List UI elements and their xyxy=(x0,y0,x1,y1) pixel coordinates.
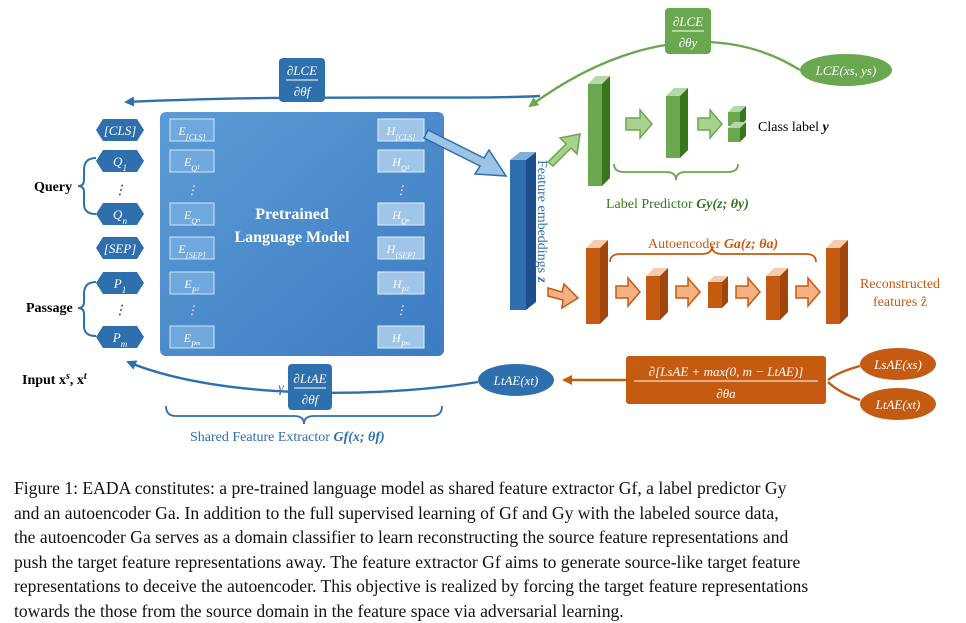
z-to-label-predictor-arrow xyxy=(548,134,580,166)
query-label: Query xyxy=(34,180,72,195)
token-label: [SEP] xyxy=(104,241,137,256)
loss-ce-label: LCE(xs, ys) xyxy=(815,63,877,78)
plm-title-line1: Pretrained xyxy=(255,206,329,223)
grad-ce-f-numerator: ∂LCE xyxy=(287,63,317,78)
loss-ae-t-center-label: LtAE(xt) xyxy=(493,373,539,388)
caption-line: representations to deceive the autoencod… xyxy=(14,574,958,599)
eada-architecture-diagram: Pretrained Language Model [CLS]Q1⋮Qn[SEP… xyxy=(0,0,966,470)
embedding-label: ⋮ xyxy=(186,303,198,317)
caption-line: and an autoencoder Ga. In addition to th… xyxy=(14,501,958,526)
loss-s-to-adv-curve xyxy=(828,366,860,380)
input-label: Input xs, xt xyxy=(22,371,88,389)
token-label: ⋮ xyxy=(114,302,127,317)
feature-embeddings-label: Feature embeddingsz xyxy=(534,160,549,283)
hidden-label: ⋮ xyxy=(395,303,407,317)
loss-ae-s-label: LsAE(xs) xyxy=(873,357,922,372)
plm-title-line2: Language Model xyxy=(234,229,350,246)
passage-label: Passage xyxy=(26,301,73,316)
autoencoder-label: Autoencoder Ga(z; θa) xyxy=(648,237,778,252)
token-label: [CLS] xyxy=(104,123,137,138)
feature-embeddings-column xyxy=(510,152,536,310)
class-label-text: Class label y xyxy=(758,120,830,135)
grad-ce-y-curve xyxy=(530,42,800,106)
token-label: ⋮ xyxy=(114,182,127,197)
label-predictor xyxy=(588,76,746,186)
embedding-label: ⋮ xyxy=(186,183,198,197)
grad-adv-numerator: ∂[LsAE + max(0, m − LtAE)] xyxy=(649,364,804,379)
input-tokens: [CLS]Q1⋮Qn[SEP]P1⋮Pm xyxy=(96,119,144,349)
caption-line: the autoencoder Ga serves as a domain cl… xyxy=(14,525,958,550)
grad-ae-gamma: γ xyxy=(278,381,284,396)
grad-ae-denominator: ∂θf xyxy=(302,392,321,407)
reconstructed-label-line1: Reconstructed xyxy=(860,277,940,292)
grad-ce-f-denominator: ∂θf xyxy=(294,84,313,99)
query-bracket xyxy=(78,158,96,214)
grad-ae-numerator: ∂LtAE xyxy=(293,371,326,386)
label-predictor-brace xyxy=(614,164,738,180)
grad-ce-f-curve xyxy=(126,96,540,102)
loss-t-to-adv-curve xyxy=(828,382,860,400)
caption-line: push the target feature representations … xyxy=(14,550,958,575)
grad-ce-y-denominator: ∂θy xyxy=(679,35,698,50)
loss-ae-t-label: LtAE(xt) xyxy=(875,397,921,412)
grad-adv-denominator: ∂θa xyxy=(716,386,736,401)
passage-bracket xyxy=(78,282,96,336)
grad-ce-y-numerator: ∂LCE xyxy=(673,14,703,29)
caption-line: Figure 1: EADA constitutes: a pre-traine… xyxy=(14,476,958,501)
z-to-autoencoder-arrow xyxy=(548,284,578,308)
caption-line: towards the those from the source domain… xyxy=(14,599,958,623)
figure-caption: Figure 1: EADA constitutes: a pre-traine… xyxy=(14,476,958,623)
reconstructed-label-line2: features ẑ xyxy=(873,295,927,310)
label-predictor-label: Label Predictor Gy(z; θy) xyxy=(606,197,749,212)
shared-extractor-label: Shared Feature Extractor Gf(x; θf) xyxy=(190,430,385,445)
hidden-label: ⋮ xyxy=(395,183,407,197)
